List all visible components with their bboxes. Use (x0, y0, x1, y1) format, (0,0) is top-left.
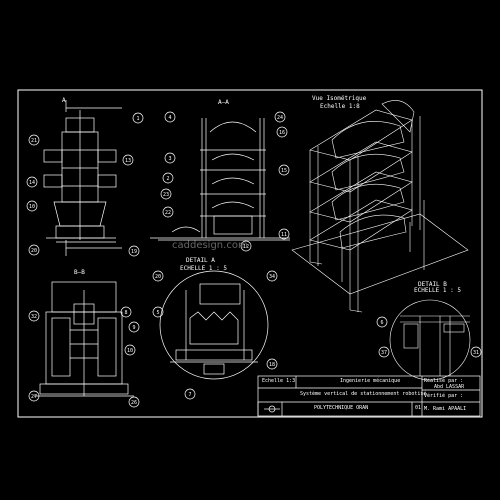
detail-b-balloons: 6 37 31 (376, 316, 482, 358)
tb-made-by-label: Réalisé par : (424, 378, 464, 384)
balloon: 10 (127, 348, 133, 354)
balloon: 4 (169, 115, 172, 121)
balloon: 6 (381, 320, 384, 326)
front-elevation-view: A (43, 97, 122, 256)
balloon: 27 (31, 394, 37, 400)
detail-a-balloons: 20 5 34 18 7 (152, 270, 278, 400)
tb-sheet-no: 01 (415, 405, 422, 411)
balloon: 16 (279, 130, 285, 136)
section-aa-view (150, 118, 290, 241)
balloon: 34 (269, 274, 275, 280)
balloon: 23 (163, 192, 169, 198)
balloon: 3 (169, 156, 172, 162)
balloon: 8 (125, 310, 128, 316)
balloon: 20 (155, 274, 161, 280)
balloon: 32 (31, 314, 37, 320)
detail-b-title: DETAIL B (418, 281, 447, 288)
balloon: 7 (189, 392, 192, 398)
balloon: 20 (31, 248, 37, 254)
iso-view-scale: Echelle 1:8 (320, 103, 360, 110)
balloon: 24 (277, 115, 283, 121)
title-block-grid (257, 375, 481, 417)
detail-a-title: DETAIL A (186, 257, 215, 264)
detail-b-scale: ECHELLE 1 : 5 (414, 287, 461, 294)
isometric-view (291, 100, 469, 313)
tb-scale: Echelle 1:3 (262, 378, 296, 384)
balloon: 2 (167, 176, 170, 182)
tb-discipline: Ingenierie mécanique (340, 378, 401, 384)
balloon: 37 (381, 350, 387, 356)
balloon: 22 (165, 210, 171, 216)
balloon: 21 (31, 138, 37, 144)
balloon: 11 (281, 232, 287, 238)
balloon: 1 (137, 116, 140, 122)
detail-a-scale: ECHELLE 1 : 5 (180, 265, 227, 272)
balloon: 12 (243, 244, 249, 250)
balloon: 13 (125, 158, 131, 164)
balloon: 14 (29, 180, 35, 186)
section-bb-balloons: 32 8 9 10 27 26 (28, 306, 140, 408)
balloon: 9 (133, 325, 136, 331)
tb-checked-label: Vérifié par : (424, 393, 464, 399)
balloon: 18 (269, 362, 275, 368)
sheet-border (17, 89, 483, 418)
tb-school: POLYTECHNIQUE ORAN (314, 405, 369, 411)
section-aa-label: A—A (218, 99, 229, 106)
tb-made-by: Abd LASSAR (434, 384, 465, 390)
balloon: 26 (131, 400, 137, 406)
tb-checked-by: M. Rami APAALI (424, 406, 467, 412)
balloon: 5 (157, 310, 160, 316)
detail-b-view (389, 299, 471, 381)
title-block: Echelle 1:3 Ingenierie mécanique Système… (258, 372, 480, 416)
detail-a-view (159, 270, 269, 380)
section-aa-balloons: 4 3 2 23 22 24 16 15 11 12 (160, 111, 290, 252)
front-balloons: 1 21 13 14 10 20 19 (26, 112, 144, 257)
watermark: caddesign.com (172, 240, 248, 251)
balloon: 31 (473, 350, 479, 356)
iso-view-title: Vue Isométrique (312, 95, 367, 102)
tb-subject: Système vertical de stationnement roboti… (300, 391, 427, 397)
balloon: 19 (131, 249, 137, 255)
cut-letter-top: A (62, 97, 66, 104)
section-bb-label: B—B (74, 269, 85, 276)
balloon: 15 (281, 168, 287, 174)
balloon: 10 (29, 204, 35, 210)
section-bb-view (34, 281, 134, 397)
